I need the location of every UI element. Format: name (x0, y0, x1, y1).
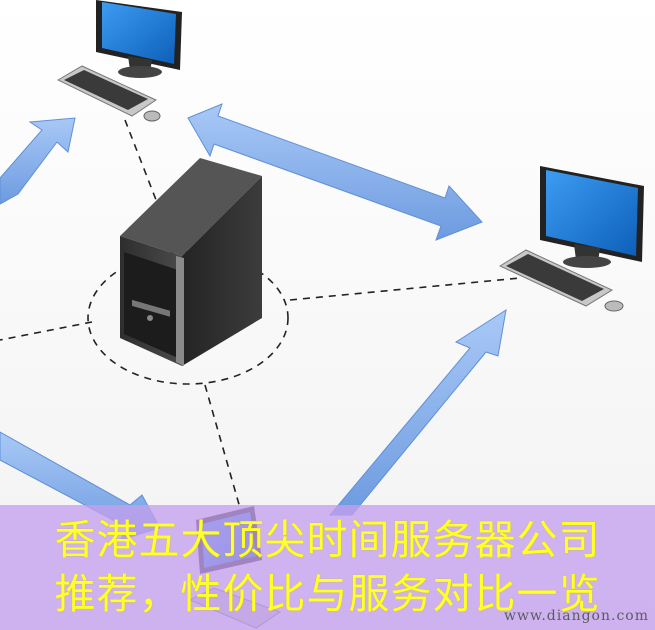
keyboard-icon (498, 249, 614, 307)
dashed-link-left (0, 321, 93, 341)
computer-right (498, 166, 644, 312)
mouse-icon (604, 300, 624, 312)
dashed-link-bottom (204, 384, 243, 516)
arrow-double-top-right-icon (187, 103, 483, 241)
dashed-link-top (124, 119, 159, 206)
keyboard-icon (56, 65, 158, 117)
caption-line-1: 香港五大顶尖时间服务器公司 (54, 516, 601, 564)
caption-line-2: 推荐，性价比与服务对比一览 (54, 570, 601, 618)
drive-bay (132, 299, 170, 317)
monitor-icon (540, 166, 644, 268)
caption-banner: 香港五大顶尖时间服务器公司 推荐，性价比与服务对比一览 (0, 505, 655, 630)
power-led (147, 315, 153, 321)
arrow-top-left-icon (0, 117, 76, 205)
arrow-bottom-right-icon (328, 308, 507, 516)
computer-top (56, 0, 182, 122)
watermark: www.diangon.com (504, 608, 649, 624)
mouse-icon (143, 110, 161, 122)
server-tower-icon (120, 158, 262, 366)
monitor-icon (96, 0, 182, 78)
